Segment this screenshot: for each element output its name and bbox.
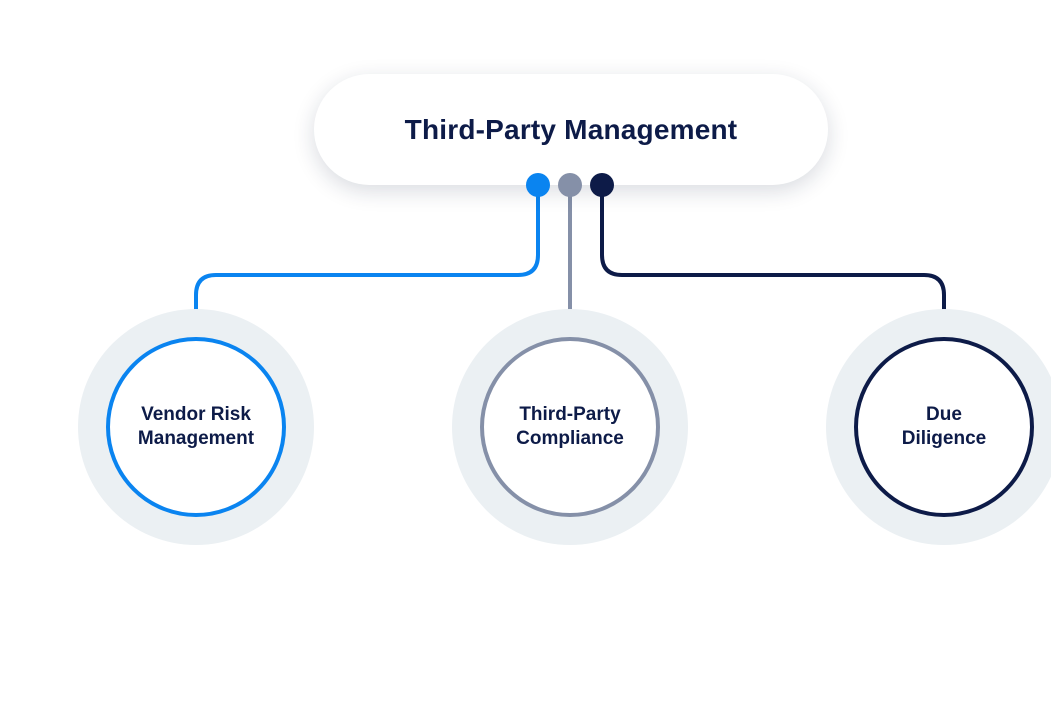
child-node-compliance: Third-Party Compliance <box>480 337 660 517</box>
child-node-due-diligence: Due Diligence <box>854 337 1034 517</box>
connector-vendor-risk <box>194 185 540 337</box>
connector-dot-compliance <box>558 173 582 197</box>
root-node: Third-Party Management <box>314 74 828 185</box>
connector-due-diligence <box>600 185 946 337</box>
child-node-label-compliance: Third-Party Compliance <box>516 404 624 449</box>
connector-dot-vendor-risk <box>526 173 550 197</box>
child-node-label-due-diligence: Due Diligence <box>901 404 987 449</box>
child-node-vendor-risk: Vendor Risk Management <box>106 337 286 517</box>
connector-dot-due-diligence <box>590 173 614 197</box>
root-node-label: Third-Party Management <box>404 113 738 145</box>
child-node-label-vendor-risk: Vendor Risk Management <box>137 404 255 449</box>
